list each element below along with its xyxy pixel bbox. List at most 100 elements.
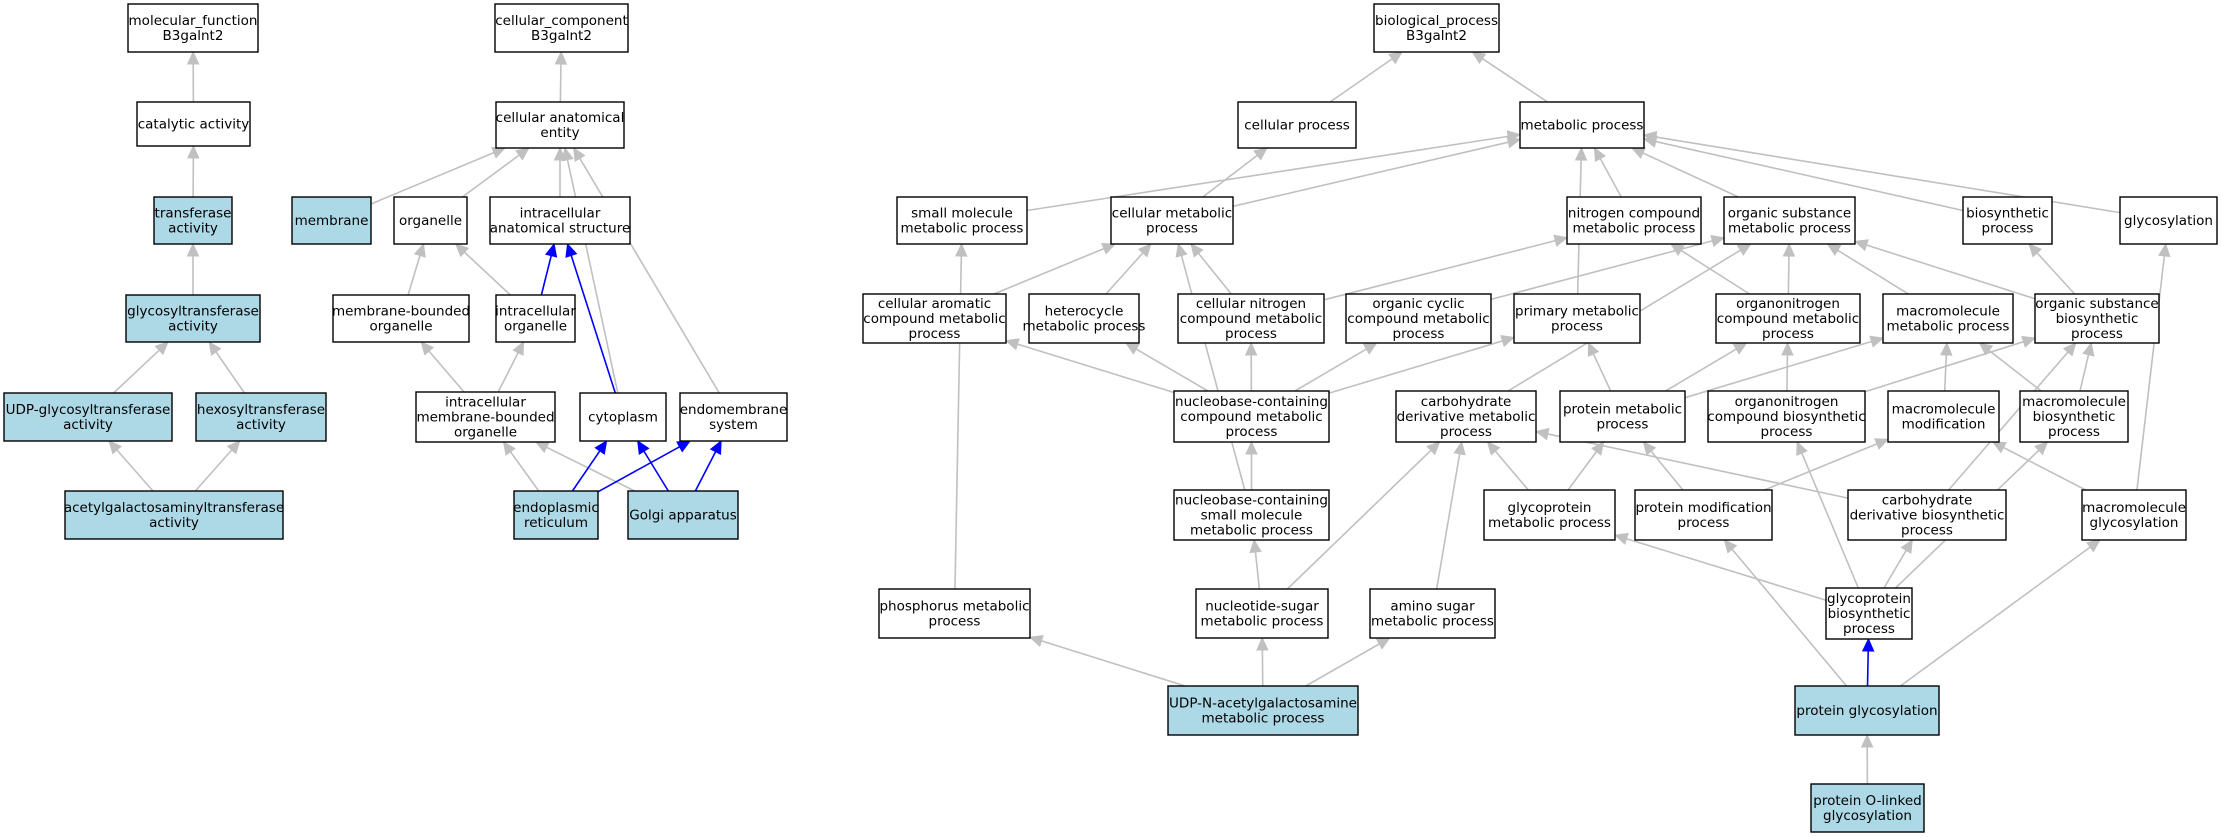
edge-mbo-to-org	[407, 242, 426, 296]
node-box	[136, 101, 251, 147]
node-label: glycoprotein	[1508, 500, 1592, 516]
edge-cncmp-to-ncmp	[1323, 234, 1569, 301]
node-box	[332, 294, 470, 343]
edge-arrowhead	[1190, 243, 1204, 258]
edge-arrowhead	[1796, 440, 1808, 456]
node-box	[1634, 489, 1773, 541]
edge-cp-to-bp	[1329, 51, 1403, 103]
edge-arrowhead	[1613, 532, 1629, 545]
edge-line	[463, 251, 511, 296]
edge-mem-to-cae	[370, 147, 507, 205]
edge-arrowhead	[413, 242, 426, 258]
node-box	[1173, 390, 1330, 443]
edge-arrowhead	[186, 242, 200, 257]
node-label: macromolecule	[1892, 402, 1996, 418]
node-label: process	[1982, 221, 2034, 237]
edge-arrowhead	[955, 242, 968, 257]
node-label: nucleobase-containing	[1175, 493, 1328, 509]
edge-cncmp-to-cmp	[1190, 243, 1232, 295]
edge-arrowhead	[1587, 341, 1600, 357]
edge-cmp-to-mp	[1232, 136, 1522, 208]
edge-arrowhead	[2082, 341, 2095, 357]
edge-imbo-to-mbo	[420, 341, 465, 393]
node-label: cellular aromatic	[878, 296, 991, 312]
edge-osbp-to-bsp	[2028, 243, 2076, 295]
edge-line	[428, 350, 465, 393]
edge-cmp-to-cp	[1202, 147, 1268, 198]
node-box	[495, 294, 576, 343]
node-label: endomembrane	[680, 402, 788, 418]
edge-line	[2003, 446, 2087, 491]
node-label: process	[1843, 621, 1895, 637]
node-box	[415, 391, 556, 443]
edge-line	[1948, 351, 2069, 491]
edge-mmod-to-macmp	[1940, 341, 1953, 392]
edge-line	[1883, 549, 1907, 589]
edge-arrowhead	[594, 440, 608, 455]
edge-udpn-to-asmp	[1305, 637, 1391, 687]
edge-line	[1135, 348, 1209, 392]
edge-nbccmp-to-hmp	[1124, 342, 1209, 392]
edge-line	[1286, 449, 1432, 590]
node-label: amino sugar	[1390, 599, 1475, 615]
edge-protmp-to-pmp	[1587, 341, 1612, 392]
edge-arrowhead	[454, 243, 470, 258]
edge-arrowhead	[1244, 341, 1258, 356]
edge-nbccmp-to-cacmp	[1004, 338, 1175, 394]
edge-arrowhead	[1028, 634, 1044, 647]
edge-arrowhead	[1900, 538, 1913, 554]
edge-line	[1197, 252, 1232, 295]
node-label: protein O-linked	[1813, 793, 1921, 809]
node-box	[1794, 685, 1940, 736]
node-box	[2119, 196, 2218, 245]
node-box	[3, 392, 173, 442]
edge-nbcsm-to-cmp	[1175, 242, 1246, 491]
edge-arrowhead	[1853, 239, 1869, 252]
edge-arrowhead	[2086, 539, 2101, 553]
node-label: biosynthetic	[1828, 606, 1911, 622]
node-label: Golgi apparatus	[629, 508, 736, 524]
edge-line	[2136, 255, 2166, 491]
edge-arrowhead	[1506, 136, 1522, 149]
node-label: UDP-N-acetylgalactosamine	[1169, 696, 1357, 712]
edge-hmp-to-cmp	[1105, 243, 1152, 295]
edge-arrowhead	[1781, 341, 1794, 356]
edge-pglyc-to-mglyc	[1899, 539, 2101, 687]
node-label: entity	[540, 125, 579, 141]
edge-gpbp-to-gpmp	[1613, 532, 1827, 602]
edge-line	[370, 151, 495, 205]
edge-line	[113, 349, 160, 394]
edge-er-to-imbo	[502, 441, 540, 492]
node-label: glycosylation	[2090, 515, 2179, 531]
node-box	[1887, 390, 2000, 443]
node-label: membrane	[295, 213, 369, 229]
node-label: process	[1678, 515, 1730, 531]
node-label: process	[1225, 326, 1277, 342]
node-label: organelle	[504, 319, 567, 335]
node-label: anatomical structure	[490, 221, 631, 237]
edge-line	[1599, 158, 1622, 198]
edge-arrowhead	[186, 50, 200, 65]
node-label: organic substance	[1728, 206, 1851, 222]
node-label: phosphorus metabolic	[879, 599, 1029, 615]
edge-line	[1294, 348, 1367, 392]
edge-line	[116, 449, 154, 492]
edge-cacmp-to-cmp	[993, 242, 1117, 295]
node-label: activity	[168, 319, 218, 335]
edge-line	[1787, 255, 1790, 295]
edge-line	[1655, 140, 1964, 212]
node-label: process	[1440, 424, 1492, 440]
edge-line	[1592, 353, 1612, 392]
edge-osmp-to-mp	[1630, 147, 1739, 198]
